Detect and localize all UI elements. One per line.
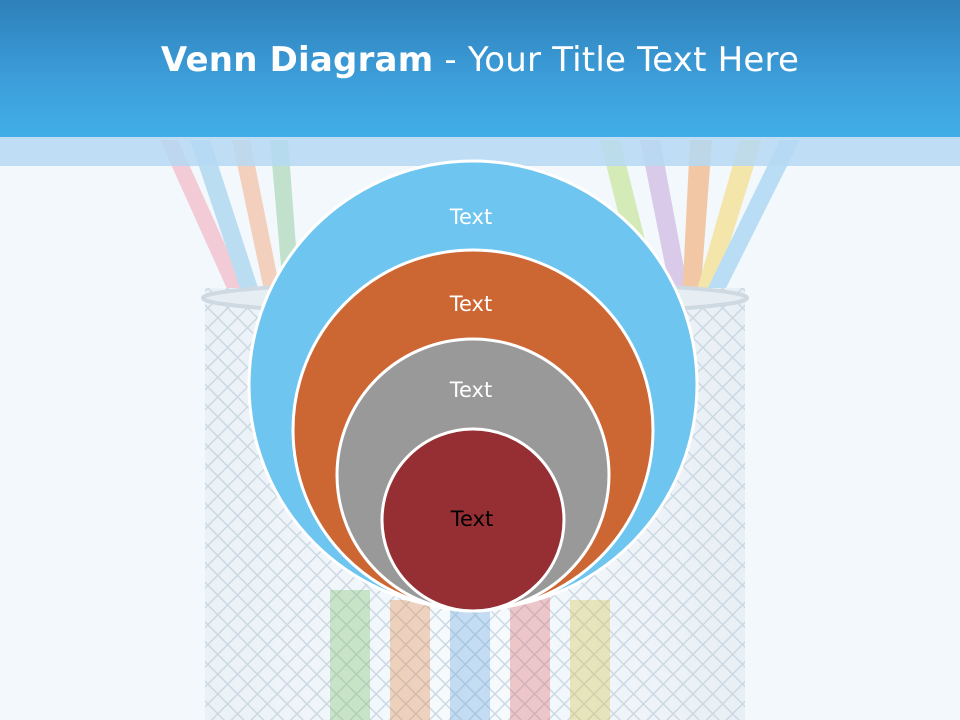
venn-circle-4 — [380, 427, 566, 613]
venn-circle-1-label: Text — [449, 205, 492, 229]
title-bold: Venn Diagram — [160, 40, 434, 80]
venn-circle-4-label: Text — [450, 507, 493, 531]
venn-circle-3-label: Text — [449, 378, 492, 402]
title-bar — [0, 0, 960, 137]
venn-circle-2-label: Text — [449, 292, 492, 316]
title-rest: - Your Title Text Here — [433, 40, 800, 80]
slide-title: Venn Diagram - Your Title Text Here — [0, 40, 960, 80]
